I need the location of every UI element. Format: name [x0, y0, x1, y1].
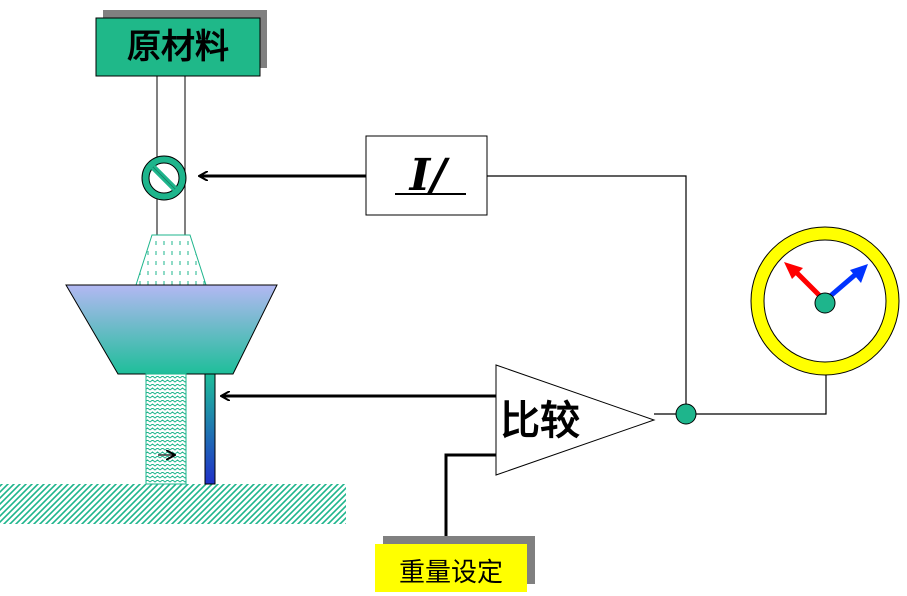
gauge-line [696, 375, 827, 415]
discharge-column [145, 373, 187, 485]
controller-symbol: I/ [408, 150, 451, 201]
gauge-needle-left [794, 270, 824, 300]
prohibition-valve-icon[interactable] [141, 155, 187, 201]
material-stream [135, 234, 207, 286]
gauge-needle-right [826, 272, 858, 300]
hopper-funnel [65, 284, 278, 375]
controller-box [365, 135, 488, 216]
ground [0, 484, 346, 524]
gauge-hub [814, 292, 836, 314]
weight-setting-label: 重量设定 [399, 558, 503, 588]
gauge-needle-left-head [784, 262, 803, 279]
comparator [495, 364, 656, 476]
compare-label: 比较 [500, 398, 580, 444]
signal-junction [675, 403, 697, 425]
gauge-needle-right-head [850, 264, 868, 283]
setpoint-line [444, 453, 496, 543]
weight-gauge-icon [750, 226, 900, 376]
raw-material-label: 原材料 [127, 27, 229, 67]
weight-setting-box[interactable] [375, 544, 527, 592]
gate-bar[interactable] [204, 373, 216, 485]
raw-material-box [95, 17, 261, 77]
feed-pipe [156, 62, 186, 236]
feedback-line-upper [487, 175, 687, 404]
